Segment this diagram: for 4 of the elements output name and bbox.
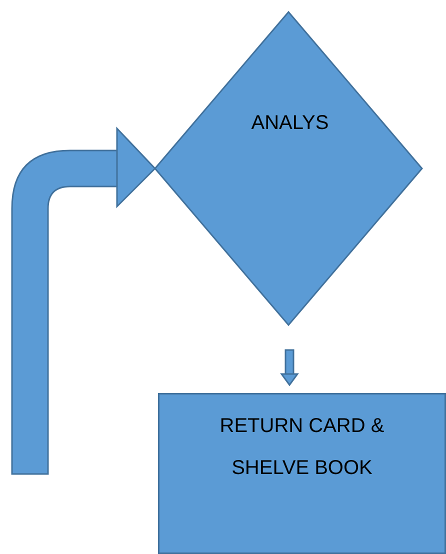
node-label: RETURN CARD & SHELVE BOOK xyxy=(218,414,386,481)
node-label: ANALYS xyxy=(250,111,330,136)
block-arrow xyxy=(280,349,299,386)
block-arrow xyxy=(11,128,156,475)
